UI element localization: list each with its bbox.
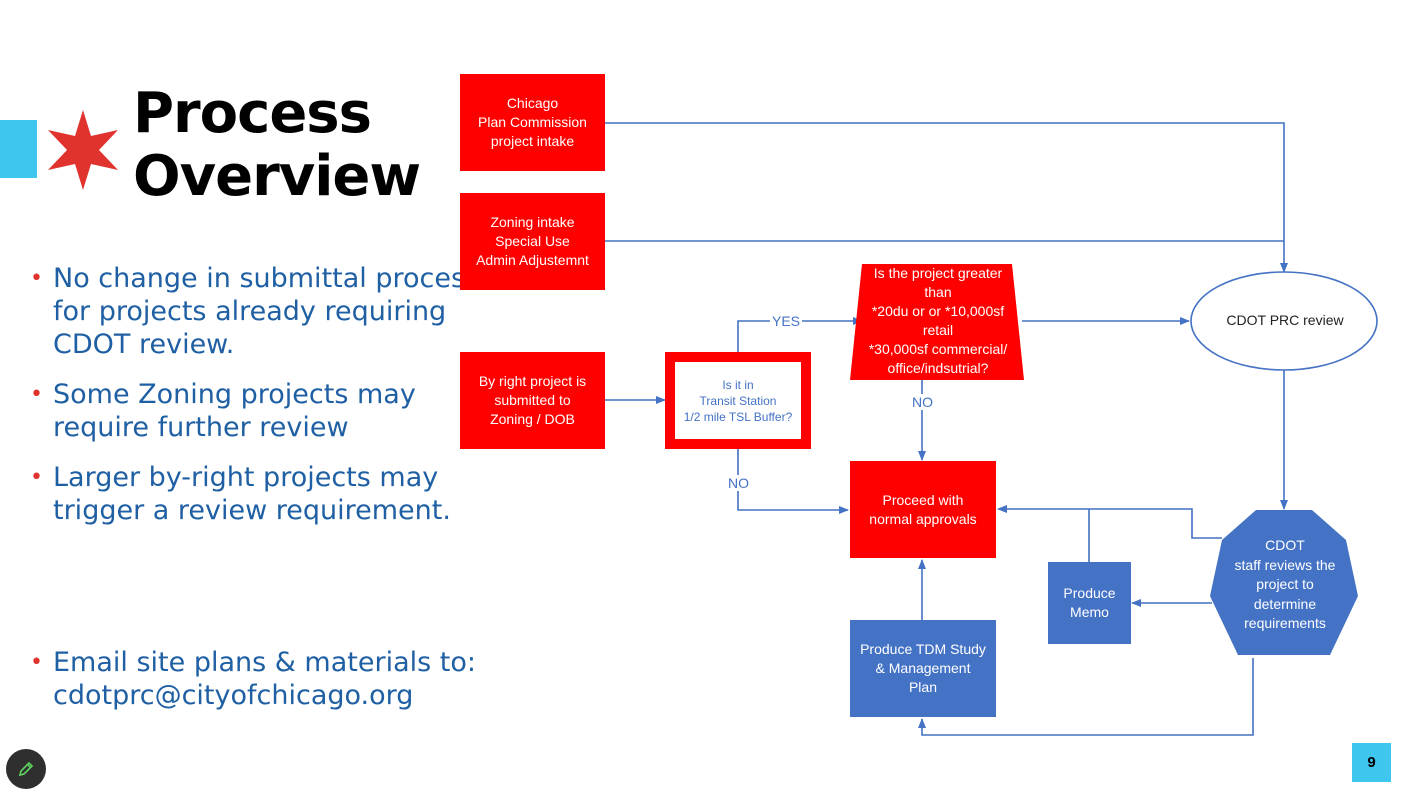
node-size-question: Is the project greater than *20du or or …	[868, 265, 1008, 376]
node-produce-tdm: Produce TDM Study & Management Plan	[850, 620, 996, 717]
label-yes: YES	[770, 313, 803, 329]
bullet-item: Some Zoning projects may require further…	[30, 378, 500, 444]
decision-size-shape	[850, 264, 1024, 380]
pen-tool-button[interactable]	[6, 749, 46, 789]
slide-title: Process Overview	[133, 81, 421, 209]
node-staff-review: CDOT staff reviews the project to determ…	[1234, 537, 1336, 631]
title-line-1: Process	[133, 81, 372, 146]
edge-transit-yes	[737, 317, 863, 353]
node-zoning-intake: Zoning intake Special Use Admin Adjustem…	[460, 193, 605, 290]
label-no-size: NO	[910, 394, 935, 410]
email-address[interactable]: cdotprc@cityofchicago.org	[53, 680, 414, 711]
edge-staff-to-tdm	[918, 658, 1254, 736]
node-proceed-approvals: Proceed with normal approvals	[850, 461, 996, 558]
accent-bar	[0, 120, 37, 178]
label-no-transit: NO	[726, 475, 751, 491]
title-line-2: Overview	[133, 144, 421, 209]
node-by-right-project: By right project is submitted to Zoning …	[460, 352, 605, 449]
page-number: 9	[1352, 743, 1391, 782]
email-bullet: Email site plans & materials to: cdotprc…	[30, 646, 573, 712]
prc-review-shape	[1190, 271, 1378, 371]
bullet-item: No change in submittal process for proje…	[30, 262, 500, 361]
node-plan-commission-intake: Chicago Plan Commission project intake	[460, 74, 605, 171]
email-instruction: Email site plans & materials to:	[53, 647, 476, 678]
edge-plan-to-prc	[605, 122, 1288, 273]
edge-transit-no	[737, 448, 849, 514]
node-produce-memo: Produce Memo	[1048, 562, 1131, 644]
bullet-item: Larger by-right projects may trigger a r…	[30, 461, 500, 527]
chicago-star-icon	[48, 110, 118, 190]
edge-staff-to-proceed	[997, 505, 1222, 539]
bullet-list: No change in submittal process for proje…	[30, 262, 500, 544]
pen-icon	[18, 761, 34, 777]
node-transit-question: Is it in Transit Station 1/2 mile TSL Bu…	[665, 352, 811, 449]
node-cdot-prc-review: CDOT PRC review	[1226, 312, 1344, 328]
staff-review-shape	[1210, 510, 1358, 655]
